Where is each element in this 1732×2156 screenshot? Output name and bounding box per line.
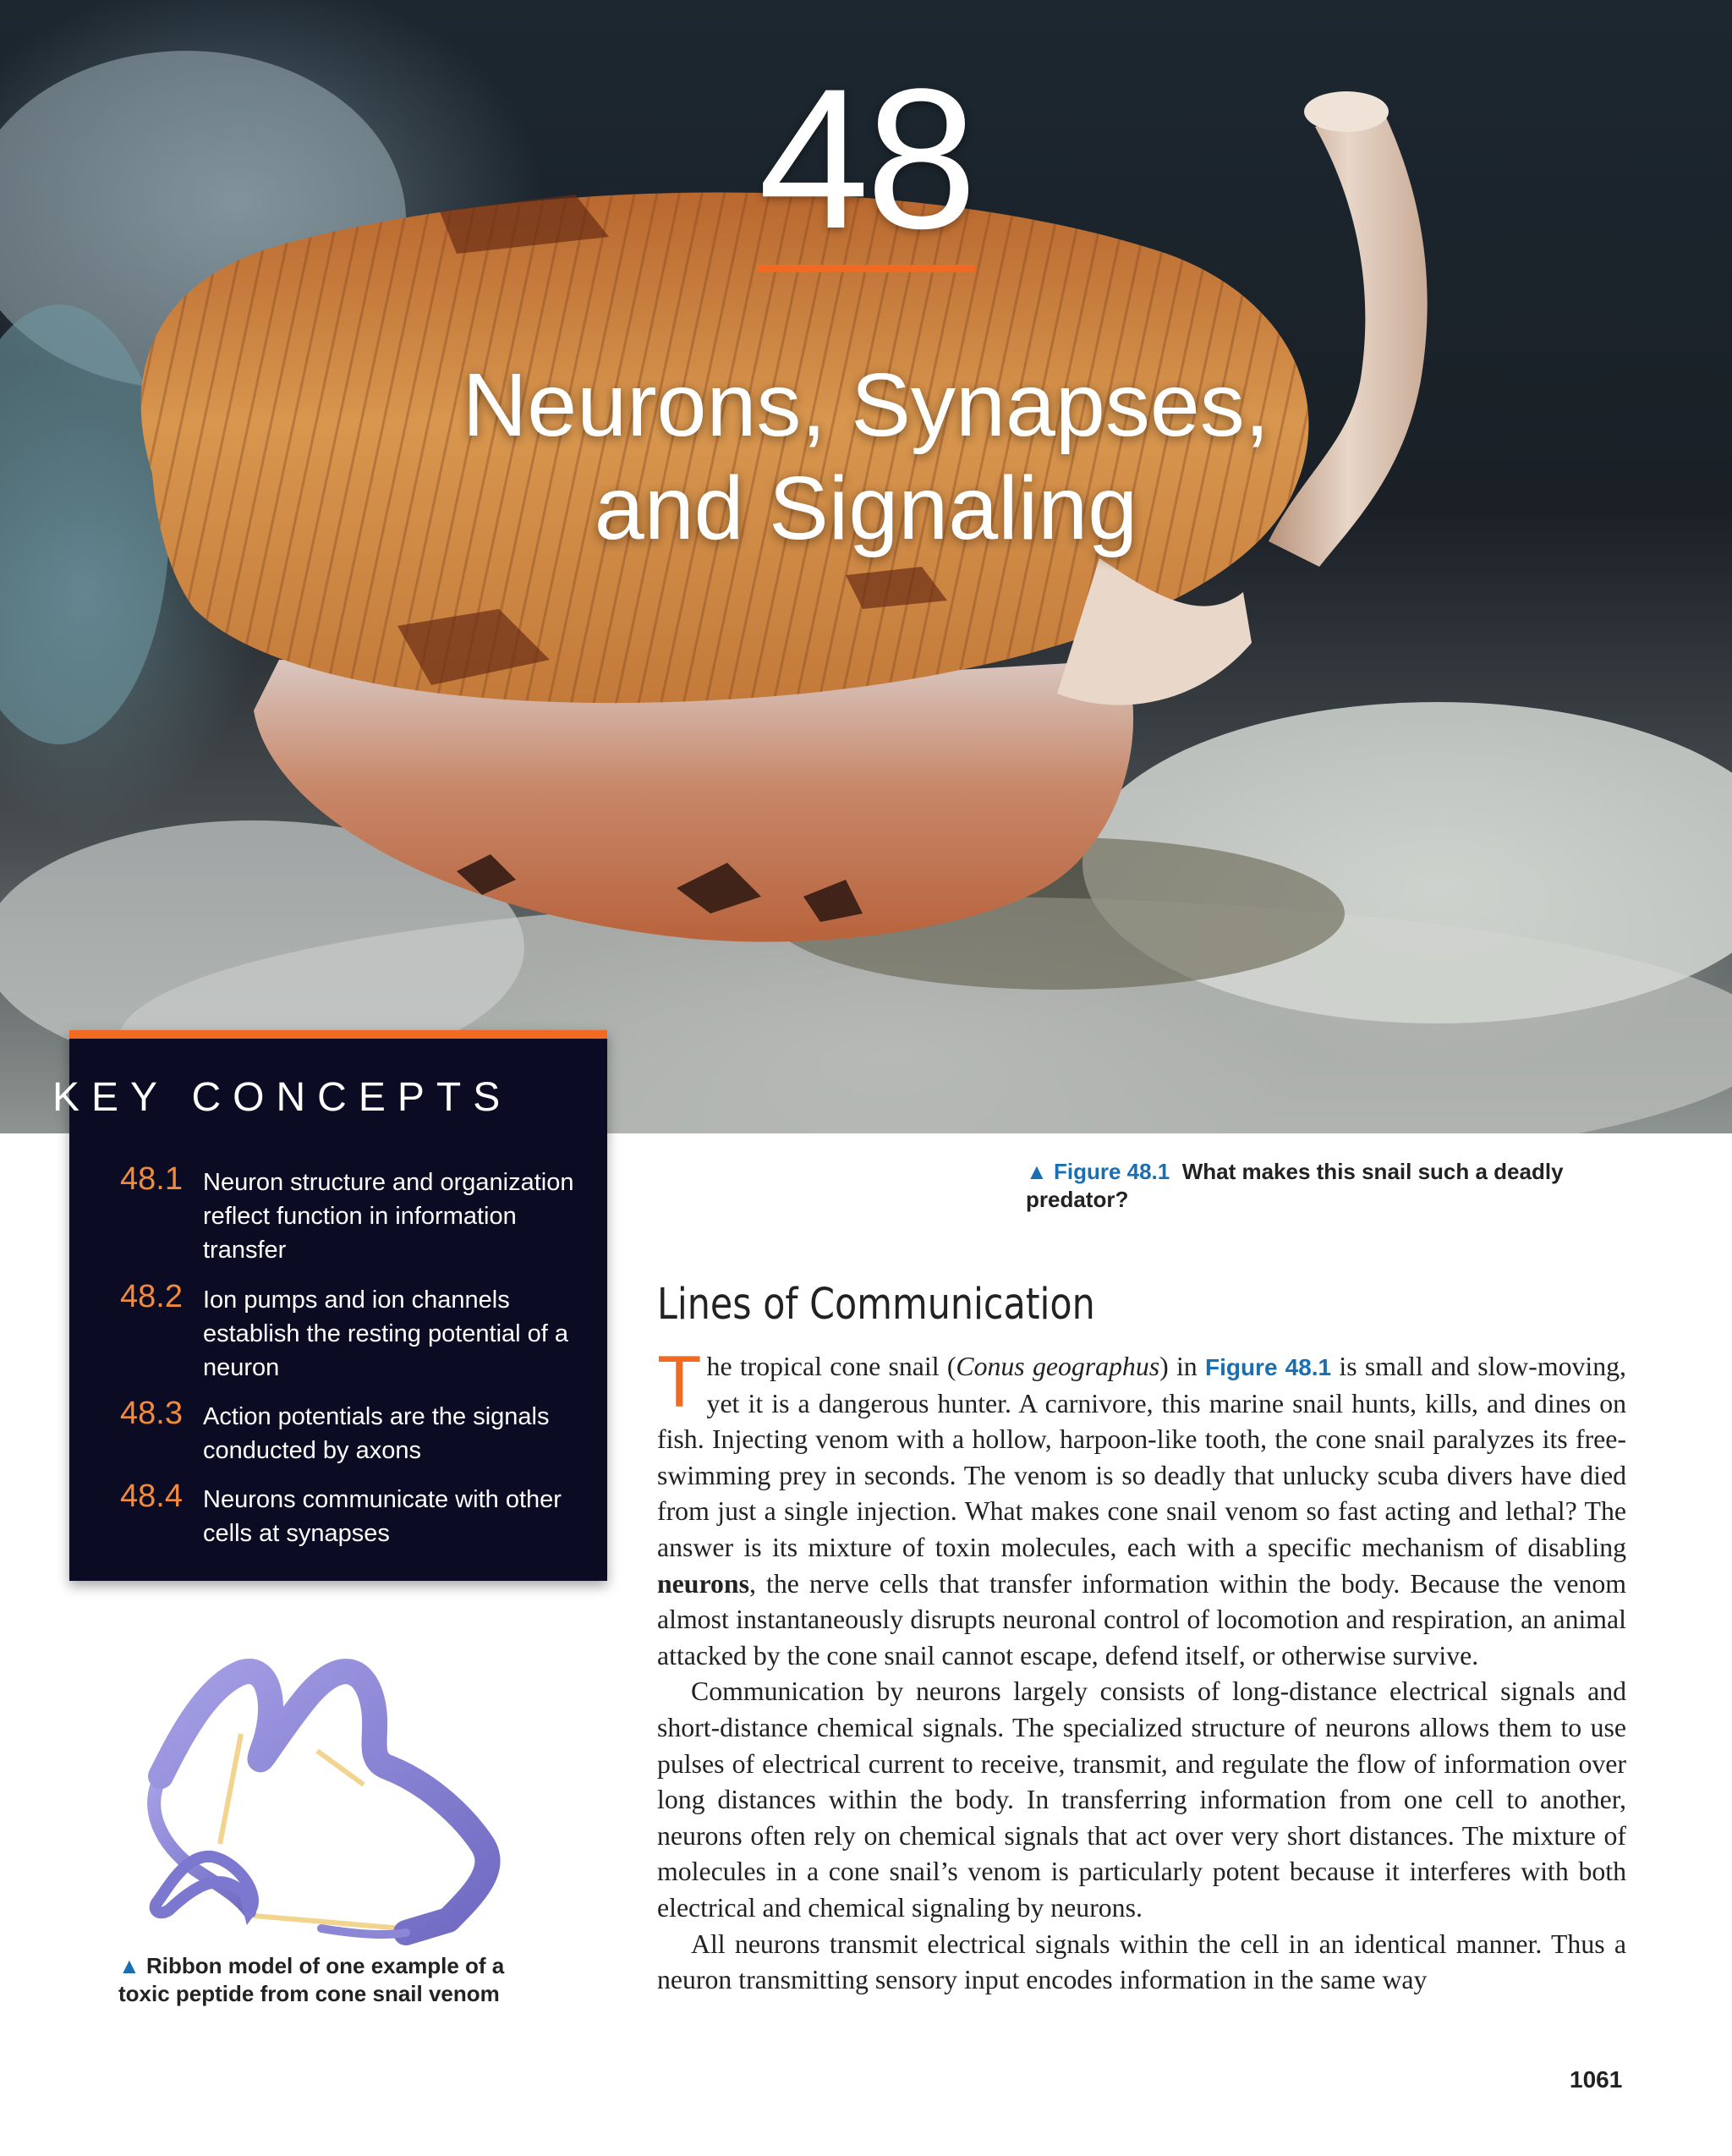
- key-concepts-heading: KEY CONCEPTS: [52, 1075, 512, 1120]
- key-term: neurons: [657, 1568, 749, 1599]
- key-concept-text: Neuron structure and organization reflec…: [203, 1169, 574, 1264]
- text-run: ) in: [1159, 1352, 1205, 1381]
- page-number: 1061: [1570, 2066, 1623, 2093]
- text-run: he tropical cone snail (: [706, 1352, 956, 1381]
- chapter-title-line-2: and Signaling: [594, 458, 1138, 558]
- key-concept-number: 48.4: [120, 1478, 183, 1514]
- key-concept-number: 48.1: [120, 1161, 183, 1197]
- text-run: , the nerve cells that transfer informat…: [657, 1568, 1626, 1670]
- paragraph: All neurons transmit electrical signals …: [657, 1928, 1626, 1995]
- chapter-number: 48: [758, 47, 978, 271]
- key-concepts-rule: [69, 1030, 607, 1039]
- figure-label: Figure 48.1: [1053, 1159, 1170, 1184]
- figure-reference-link[interactable]: Figure 48.1: [1204, 1354, 1332, 1380]
- key-concept-text: Neurons communicate with other cells at …: [203, 1486, 562, 1547]
- section-heading: Lines of Communication: [657, 1280, 1095, 1330]
- triangle-marker-icon: ▲: [118, 1953, 140, 1978]
- key-concept-number: 48.3: [120, 1396, 183, 1431]
- triangle-marker-icon: ▲: [1026, 1159, 1048, 1184]
- text-run: is small and slow-moving, yet it is a da…: [657, 1352, 1626, 1562]
- chapter-title: Neurons, Synapses, and Signaling: [0, 354, 1732, 560]
- key-concept-text: Action potentials are the signals conduc…: [203, 1403, 550, 1464]
- cone-snail-illustration: [0, 51, 1732, 1133]
- chapter-opener-photo: 48 Neurons, Synapses, and Signaling: [0, 0, 1732, 1133]
- key-concept-number: 48.2: [120, 1279, 183, 1314]
- ribbon-caption-text: Ribbon model of one example of a toxic p…: [118, 1953, 505, 2006]
- peptide-ribbon-model: [147, 1659, 501, 1945]
- drop-cap: T: [657, 1341, 702, 1423]
- species-name: Conus geographus: [956, 1352, 1160, 1381]
- chapter-rule: [757, 265, 975, 272]
- ribbon-caption: ▲ Ribbon model of one example of a toxic…: [118, 1952, 558, 2008]
- key-concept-text: Ion pumps and ion channels establish the…: [203, 1286, 569, 1381]
- paragraph: Communication by neurons largely consist…: [657, 1676, 1626, 1923]
- key-concepts-box: [69, 1030, 607, 1581]
- figure-caption-text: What makes this snail such a deadly pred…: [1026, 1159, 1564, 1212]
- chapter-title-line-1: Neurons, Synapses,: [462, 355, 1270, 455]
- figure-caption: ▲ Figure 48.1 What makes this snail such…: [1026, 1158, 1635, 1214]
